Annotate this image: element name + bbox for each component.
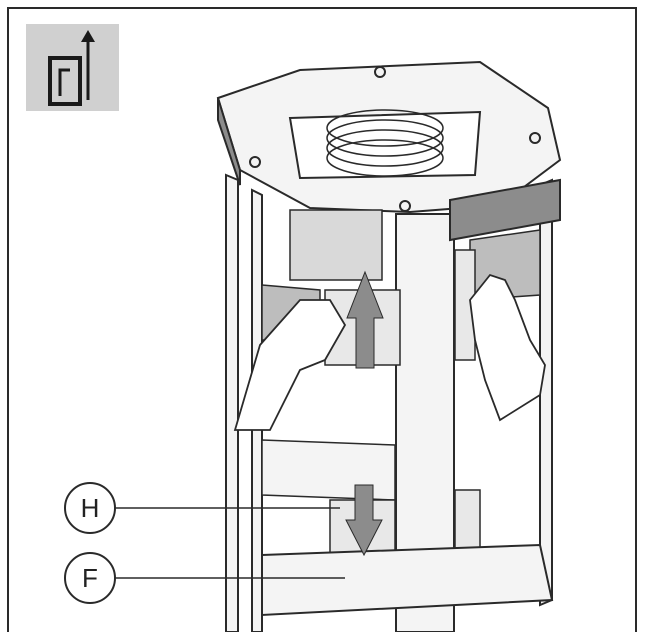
hood-frame: [225, 173, 561, 632]
callout-h: H: [64, 482, 116, 534]
ducted-exhaust-icon: [26, 24, 119, 111]
callout-f-label: F: [82, 563, 98, 593]
hood-top-plate: [216, 60, 562, 214]
hands: [233, 273, 546, 431]
duct-upper: [326, 109, 444, 177]
callout-f: F: [64, 552, 116, 604]
hood-base: [261, 543, 554, 617]
diagram-border: [7, 7, 637, 632]
lower-arrow-down: [345, 484, 383, 557]
callout-leaders: [115, 507, 345, 579]
lift-arrow-up: [346, 270, 384, 369]
callout-h-label: H: [81, 493, 100, 523]
